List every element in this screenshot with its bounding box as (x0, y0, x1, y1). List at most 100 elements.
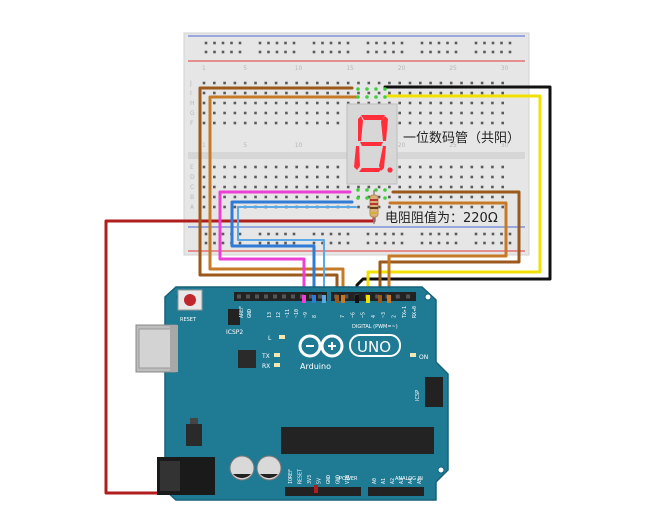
breadboard-hole (295, 101, 298, 105)
breadboard-hole (398, 121, 401, 125)
breadboard-hole (338, 232, 341, 236)
breadboard-hole (377, 195, 381, 199)
breadboard-hole (336, 111, 340, 115)
breadboard-holes (202, 41, 512, 245)
breadboard-hole (419, 205, 422, 209)
breadboard-hole (284, 241, 287, 245)
resistor-label: 电阻阻值为：220Ω (385, 210, 498, 226)
breadboard-hole (274, 175, 278, 179)
breadboard-hole (312, 41, 316, 45)
breadboard-hole (204, 241, 208, 245)
breadboard-hole (274, 195, 278, 199)
breadboard-hole (338, 241, 341, 245)
breadboard-hole (221, 241, 225, 245)
breadboard-hole (321, 232, 324, 236)
breadboard-hole (254, 91, 257, 95)
digital-pin-label: ~9 (303, 312, 309, 318)
breadboard-hole (264, 91, 268, 95)
breadboard-hole (305, 175, 309, 179)
breadboard-hole (408, 175, 412, 179)
breadboard-hole (366, 41, 370, 45)
breadboard-hole (316, 121, 319, 125)
breadboard-hole (213, 91, 216, 95)
breadboard-hole (419, 175, 422, 179)
breadboard-hole (243, 101, 247, 105)
breadboard-hole (238, 232, 242, 236)
breadboard-hole (429, 205, 432, 209)
breadboard-hole (202, 81, 206, 85)
breadboard-hole (491, 91, 494, 95)
breadboard-hole (230, 50, 233, 54)
breadboard-hole (233, 165, 237, 169)
breadboard-row-letter: E (190, 164, 194, 171)
arduino-logo: Arduino UNO (298, 334, 401, 371)
digital-pin-label: 13 (267, 312, 273, 318)
breadboard-hole (316, 175, 319, 179)
breadboard-hole (408, 205, 412, 209)
breadboard-hole (338, 50, 341, 54)
svg-text:TX: TX (261, 353, 270, 360)
breadboard-hole (213, 41, 216, 45)
breadboard-hole (449, 111, 453, 115)
breadboard-hole (275, 232, 279, 236)
breadboard-hole (346, 81, 350, 85)
resistor (369, 190, 379, 224)
breadboard-hole (336, 195, 340, 199)
breadboard-hole (429, 91, 432, 95)
breadboard-hole (326, 111, 329, 115)
breadboard-hole (326, 81, 329, 85)
breadboard-hole (243, 111, 247, 115)
breadboard-hole (491, 121, 494, 125)
breadboard-hole (295, 195, 298, 199)
breadboard-hole (480, 175, 484, 179)
breadboard-hole (480, 81, 484, 85)
breadboard-hole (243, 195, 247, 199)
breadboard-hole (501, 101, 504, 105)
breadboard-hole (292, 50, 296, 54)
power-jack (157, 457, 215, 495)
breadboard-hole (480, 101, 484, 105)
breadboard-hole (202, 111, 206, 115)
breadboard-hole (491, 241, 495, 245)
breadboard-hole (346, 41, 350, 45)
svg-text:L: L (268, 335, 272, 342)
breadboard-hole (470, 121, 474, 125)
breadboard-hole (392, 232, 395, 236)
breadboard-hole (305, 101, 309, 105)
breadboard-hole (420, 232, 424, 236)
breadboard-hole (264, 165, 268, 169)
breadboard-hole (202, 195, 206, 199)
breadboard-hole (439, 185, 443, 189)
reset-button: RESET (177, 289, 203, 323)
breadboard-hole (398, 175, 401, 179)
breadboard-hole (419, 81, 422, 85)
breadboard-hole (470, 111, 474, 115)
breadboard-hole (449, 175, 453, 179)
breadboard-hole (446, 241, 449, 245)
breadboard-hole (508, 50, 512, 54)
breadboard-hole (336, 121, 340, 125)
breadboard-hole (321, 50, 324, 54)
analog-pin-label: A4 (408, 478, 414, 484)
svg-text:GND: GND (247, 309, 253, 318)
atmega-chip (281, 427, 434, 454)
breadboard-hole (454, 232, 458, 236)
breadboard-hole (336, 165, 340, 169)
breadboard-hole (460, 81, 463, 85)
breadboard-hole (243, 121, 247, 125)
breadboard-hole (326, 185, 329, 189)
wire-blue (230, 200, 354, 302)
breadboard-hole (408, 185, 412, 189)
analog-pin-label: A1 (381, 478, 387, 484)
breadboard-hole (295, 185, 298, 189)
analog-pin-label: A3 (399, 478, 405, 484)
breadboard-hole (202, 165, 206, 169)
breadboard-hole (312, 50, 316, 54)
breadboard-hole (254, 195, 257, 199)
breadboard-hole (274, 121, 278, 125)
breadboard-hole (400, 232, 404, 236)
breadboard-hole (367, 101, 371, 105)
